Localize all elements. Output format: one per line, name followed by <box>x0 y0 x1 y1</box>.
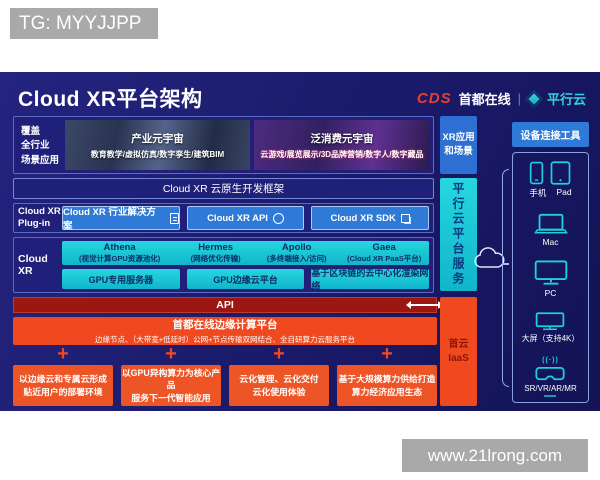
infra-row: GPU专用服务器 GPU边缘云平台 基于区块链的去中心化渲染网络 <box>62 268 430 291</box>
plus-icon: + <box>165 343 177 365</box>
site-watermark: www.21lrong.com <box>402 439 588 472</box>
service-athena: Athena (视觉计算GPU资源池化) <box>62 241 177 265</box>
device-brace <box>502 169 509 387</box>
service-name: Hermes <box>198 242 234 253</box>
pillars-row: 以边缘云和专属云形成 贴近用户的部署环境 以GPU异构算力为核心产品 服务下一代… <box>13 365 437 406</box>
edge-computing-platform: 首都在线边缘计算平台 边缘节点、（大带宽+低延时）公网+节点传输双网结合、全自研… <box>13 317 437 345</box>
plus-icon: + <box>57 343 69 365</box>
cloud-xr-sdk-label: Cloud XR SDK <box>330 212 396 224</box>
service-desc: (视觉计算GPU资源池化) <box>78 254 161 263</box>
large-screen-icon <box>536 311 565 330</box>
service-name: Athena <box>103 242 136 253</box>
plugin-buttons: Cloud XR 行业解决方案 Cloud XR API Cloud XR SD… <box>62 206 430 232</box>
device-panel: 手机 Pad Mac PC <box>512 152 589 403</box>
cloud-xr-row-label: Cloud XR <box>18 253 48 277</box>
cloud-xr-api-label: Cloud XR API <box>207 212 268 224</box>
xr-devices-label: SR/VR/AR/MR <box>524 384 577 393</box>
service-gaea: Gaea (Cloud XR PaaS平台) <box>339 241 429 265</box>
tg-watermark: TG: MYYJJPP <box>10 8 158 39</box>
pillar-gpu-compute: 以GPU异构算力为核心产品 服务下一代智能应用 <box>121 365 221 406</box>
mac-label: Mac <box>542 236 559 247</box>
device-group-mobile: 手机 Pad <box>529 161 572 199</box>
service-name: Gaea <box>372 242 396 253</box>
cloud-connector-line <box>503 263 509 265</box>
cloud-native-framework-bar: Cloud XR 云原生开发框架 <box>13 178 434 199</box>
edge-platform-title: 首都在线边缘计算平台 <box>172 319 278 331</box>
cloud-xr-content: Athena (视觉计算GPU资源池化) Hermes (网络优化传输) Apo… <box>62 241 430 291</box>
architecture-slide: Cloud XR平台架构 CDS 首都在线 | 平行云 覆盖 全行业 场景应用 … <box>0 72 600 411</box>
signal-icon: ((·)) <box>542 357 559 364</box>
capital-cloud-iaas-label: 首云 IaaS <box>440 297 477 406</box>
phone-label: 手机 <box>529 188 547 198</box>
consumer-metaverse-subtitle: 云游戏/展览展示/3D品牌营销/数字人/数字藏品 <box>260 149 424 159</box>
service-apollo: Apollo (多终端接入/访问) <box>254 241 339 265</box>
tablet-icon <box>551 161 571 185</box>
cloud-icon <box>473 247 505 269</box>
device-group-screen: 大屏（支持4K） <box>521 311 580 344</box>
industry-metaverse-title: 产业元宇宙 <box>131 132 184 145</box>
cloud-xr-api-button: Cloud XR API <box>186 206 305 230</box>
pillar-compute-economy: 基于大规模算力供给打造 算力经济应用生态 <box>337 365 437 406</box>
gpu-edge-cloud-box: GPU边缘云平台 <box>186 269 305 289</box>
coverage-label: 覆盖 全行业 场景应用 <box>21 126 60 166</box>
panel-footer-dash <box>544 395 557 397</box>
vr-headset-icon <box>535 366 566 381</box>
document-icon <box>169 212 179 224</box>
cds-company-name: 首都在线 <box>458 92 511 107</box>
double-arrow <box>406 301 443 309</box>
phone-icon <box>530 161 544 185</box>
scenes-row: 覆盖 全行业 场景应用 产业元宇宙 教育教学/虚拟仿真/数字孪生/建筑BIM 泛… <box>13 116 434 174</box>
plus-row: + + + + <box>13 343 437 365</box>
logo-group: CDS 首都在线 | 平行云 <box>417 89 586 108</box>
monitor-icon <box>534 260 567 285</box>
service-hermes: Hermes (网络优化传输) <box>177 241 254 265</box>
sdk-icon <box>400 213 410 223</box>
pillar-edge-cloud: 以边缘云和专属云形成 贴近用户的部署环境 <box>13 365 113 406</box>
device-group-xr: ((·)) SR/VR/AR/MR <box>524 357 577 397</box>
plus-icon: + <box>273 343 285 365</box>
industry-solution-button: Cloud XR 行业解决方案 <box>62 206 180 232</box>
pad-label: Pad <box>556 187 572 197</box>
xr-apps-label: XR应用 和场景 <box>440 116 477 174</box>
plugin-row-label: Cloud XR Plug-in <box>18 206 61 229</box>
industry-solution-label: Cloud XR 行业解决方案 <box>63 207 156 232</box>
edge-platform-subtitle: 边缘节点、（大带宽+低延时）公网+节点传输双网结合、全自研算力云服务平台 <box>94 335 355 344</box>
parallel-cloud-platform-label: 平行云平台服务 <box>440 178 477 291</box>
logo-divider: | <box>517 91 521 106</box>
parallel-cloud-logo-icon <box>525 90 543 107</box>
service-desc: (Cloud XR PaaS平台) <box>347 254 422 263</box>
page-title: Cloud XR平台架构 <box>18 88 203 111</box>
pc-label: PC <box>544 288 557 298</box>
laptop-icon <box>533 213 568 233</box>
api-badge-icon <box>272 212 284 224</box>
cds-logo: CDS <box>416 90 452 107</box>
cloud-xr-row: Cloud XR Athena (视觉计算GPU资源池化) Hermes (网络… <box>13 237 434 293</box>
consumer-metaverse-image: 泛消费元宇宙 云游戏/展览展示/3D品牌营销/数字人/数字藏品 <box>253 120 430 170</box>
api-bar: API <box>13 297 437 313</box>
device-group-pc: PC <box>534 260 568 298</box>
pillar-cloudification: 云化管理、云化交付 云化使用体验 <box>229 365 329 406</box>
parallel-cloud-name: 平行云 <box>546 92 586 107</box>
service-name: Apollo <box>281 242 312 253</box>
cloud-xr-sdk-button: Cloud XR SDK <box>311 206 430 230</box>
plugin-row: Cloud XR Plug-in Cloud XR 行业解决方案 Cloud X… <box>13 203 434 233</box>
industry-metaverse-image: 产业元宇宙 教育教学/虚拟仿真/数字孪生/建筑BIM <box>65 120 250 170</box>
device-group-mac: Mac <box>533 213 568 247</box>
plus-icon: + <box>381 343 393 365</box>
consumer-metaverse-title: 泛消费元宇宙 <box>310 132 374 145</box>
gpu-server-box: GPU专用服务器 <box>62 269 180 289</box>
blockchain-render-box: 基于区块链的去中心化渲染网络 <box>311 268 430 291</box>
large-screen-label: 大屏（支持4K） <box>521 333 580 343</box>
device-tools-header: 设备连接工具 <box>512 122 589 147</box>
services-bar: Athena (视觉计算GPU资源池化) Hermes (网络优化传输) Apo… <box>62 241 429 265</box>
service-desc: (多终端接入/访问) <box>266 254 327 263</box>
industry-metaverse-subtitle: 教育教学/虚拟仿真/数字孪生/建筑BIM <box>90 149 225 159</box>
service-desc: (网络优化传输) <box>190 254 241 263</box>
